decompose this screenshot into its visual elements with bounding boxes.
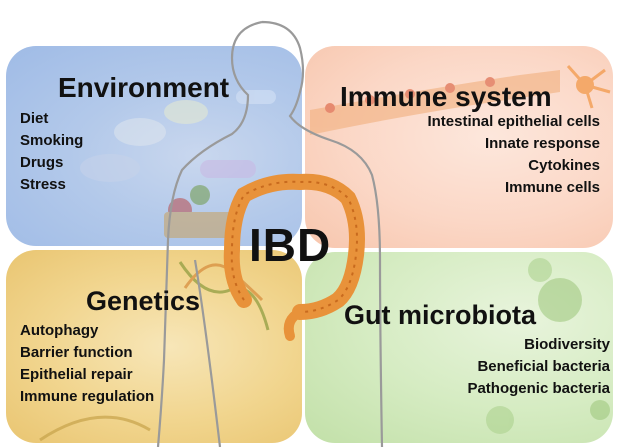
list-item: Epithelial repair [20, 366, 133, 383]
genetics-panel [6, 250, 302, 443]
list-item: Biodiversity [524, 336, 610, 353]
gut-microbiota-title: Gut microbiota [344, 300, 537, 330]
ibd-center-label: IBD [249, 219, 332, 271]
immune-system-title: Immune system [340, 81, 552, 112]
gut-microbiota-list: Biodiversity Beneficial bacteria Pathoge… [467, 334, 610, 400]
list-item: Immune cells [504, 179, 600, 196]
intestine-icon [223, 173, 365, 341]
genetics-list: Autophagy Barrier function Epithelial re… [20, 320, 154, 408]
list-item: Innate response [484, 135, 600, 152]
human-silhouette-outline [156, 20, 384, 447]
epithelial-cells-icon [310, 64, 611, 135]
list-item: Cytokines [528, 157, 600, 174]
list-item: Diet [20, 110, 49, 127]
genetics-title: Genetics [86, 286, 201, 316]
environment-list: Diet Smoking Drugs Stress [20, 108, 83, 196]
list-item: Intestinal epithelial cells [427, 113, 600, 130]
list-item: Pathogenic bacteria [467, 380, 610, 397]
bacteria-icon [486, 258, 610, 434]
environment-panel [6, 46, 302, 246]
list-item: Drugs [20, 154, 64, 171]
list-item: Barrier function [20, 344, 133, 361]
list-item: Beneficial bacteria [477, 358, 610, 375]
list-item: Stress [20, 176, 66, 193]
pills-vegetables-icon [80, 90, 276, 238]
immune-system-list: Intestinal epithelial cells Innate respo… [427, 111, 600, 199]
list-item: Immune regulation [20, 388, 155, 405]
list-item: Autophagy [20, 322, 99, 339]
environment-title: Environment [58, 72, 230, 103]
list-item: Smoking [20, 132, 84, 149]
